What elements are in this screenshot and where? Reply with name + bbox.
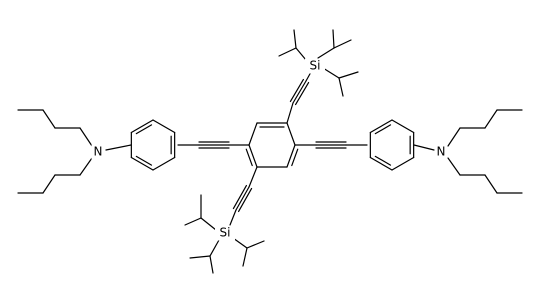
left-aryl-ring-bond <box>135 155 153 166</box>
central-ring-bond <box>286 144 296 168</box>
right-aryl-ring-bond <box>369 156 393 171</box>
left-aryl-ring-bond <box>130 119 154 134</box>
alkyne-to-si-bond <box>229 209 237 226</box>
butyl-chain-bond <box>79 157 93 176</box>
bond-layer <box>17 29 523 274</box>
n-right-label-background <box>434 144 448 160</box>
left-aryl-ring-bond <box>152 119 176 134</box>
isopropyl-bond <box>209 255 214 274</box>
central-ring-bond <box>248 122 258 146</box>
isopropyl-bond <box>209 239 220 257</box>
isopropyl-bond <box>338 77 344 97</box>
alkyne-triple-bond <box>289 78 305 103</box>
isopropyl-bond <box>317 47 335 59</box>
isopropyl-bond <box>332 29 335 49</box>
atom-label-layer: N N Si Si <box>94 59 446 240</box>
left-aryl-ring-bond <box>135 124 153 135</box>
aryl-n-bond <box>413 144 435 151</box>
isopropyl-bond <box>295 47 307 61</box>
right-aryl-ring-bond <box>374 155 392 166</box>
isopropyl-bond <box>322 67 340 79</box>
right-aryl-ring-bond <box>374 124 392 135</box>
isopropyl-bond <box>293 29 297 49</box>
right-aryl-ring-bond <box>369 119 393 134</box>
central-ring-bond <box>245 148 253 167</box>
isopropyl-bond <box>246 240 265 249</box>
butyl-chain-bond <box>79 127 93 147</box>
isopropyl-bond <box>189 255 211 259</box>
butyl-chain-bond <box>42 109 56 129</box>
isopropyl-bond <box>200 217 217 231</box>
left-aryl-ring-bond <box>152 156 176 171</box>
atom-label-si-top: Si <box>310 59 321 73</box>
butyl-chain-bond <box>484 174 498 194</box>
atom-label-n-right: N <box>437 145 446 159</box>
atom-label-n-left: N <box>94 145 103 159</box>
butyl-chain-bond <box>484 109 498 129</box>
isopropyl-bond <box>278 47 297 57</box>
central-ring-bond <box>248 144 258 168</box>
alkyne-triple-bond <box>232 184 247 210</box>
ring-to-alkyne-bond <box>248 166 258 188</box>
butyl-chain-bond <box>42 174 56 194</box>
isopropyl-bond <box>184 217 202 226</box>
right-aryl-ring-bond <box>391 119 415 134</box>
n-left-label-background <box>91 144 105 160</box>
alkyne-triple-bond <box>235 186 250 211</box>
ring-to-alkyne-bond <box>286 102 294 124</box>
butyl-chain-bond <box>447 127 461 147</box>
isopropyl-bond <box>242 247 248 267</box>
si-bottom-label-background <box>215 225 235 241</box>
isopropyl-bond <box>338 71 359 79</box>
butyl-chain-bond <box>447 157 461 176</box>
si-top-label-background <box>305 58 325 74</box>
right-aryl-ring-bond <box>391 156 415 171</box>
atom-label-si-bottom: Si <box>220 226 231 240</box>
alkyne-triple-bond <box>292 80 307 104</box>
central-ring-bond <box>286 122 296 146</box>
alkyne-triple-bond <box>238 187 253 213</box>
label-background-layer <box>91 58 448 241</box>
isopropyl-bond <box>232 237 248 249</box>
isopropyl-bond <box>333 39 352 49</box>
left-aryl-ring-bond <box>130 156 154 171</box>
central-ring-bond <box>291 148 299 167</box>
aryl-n-bond <box>105 144 132 151</box>
alkyne-triple-bond <box>294 81 310 106</box>
